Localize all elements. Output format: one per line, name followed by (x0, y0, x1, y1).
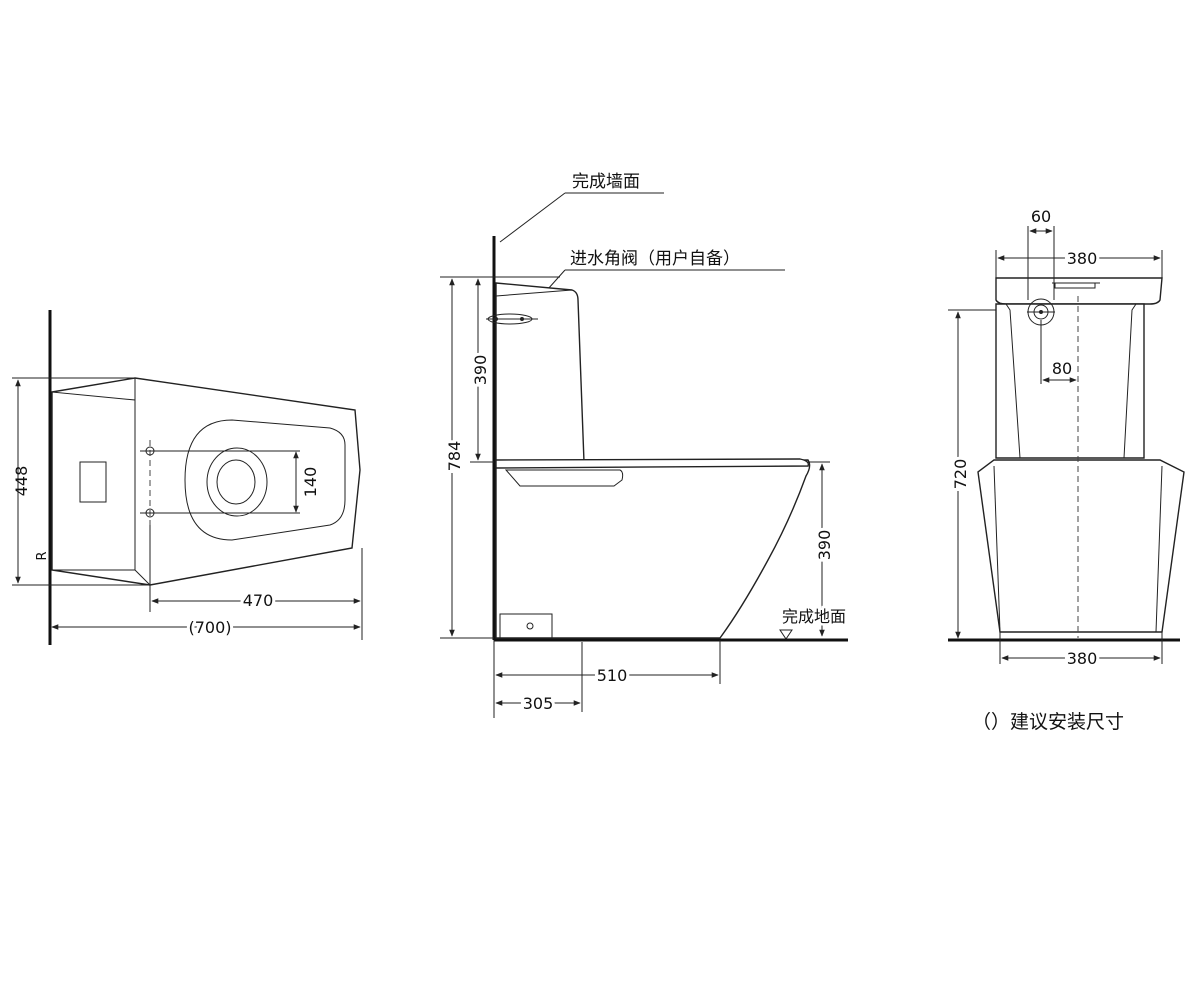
top-view-bowl-outer (206, 447, 268, 517)
floor-mark-icon (779, 629, 793, 640)
valve-icon (486, 313, 538, 325)
top-view-seat (184, 419, 346, 541)
side-view-bowl (495, 459, 811, 639)
label-valve: 进水角阀（用户自备） (570, 249, 740, 269)
front-view: 60 380 80 720 380 （）建议安装尺寸 (948, 207, 1185, 733)
label-wall: 完成墙面 (572, 172, 640, 192)
dim-total-height: 784 (445, 441, 464, 472)
dim-inlet-offset: 60 (1031, 207, 1051, 226)
side-view: 完成墙面 进水角阀（用户自备） 784 390 (440, 172, 849, 718)
dim-tank-height: 390 (471, 355, 490, 386)
side-view-tank (495, 282, 585, 463)
dim-hole-spacing: 140 (301, 467, 320, 498)
dim-inlet-height: 80 (1052, 359, 1072, 378)
dim-front-height: 720 (951, 459, 970, 490)
flush-button-icon (79, 461, 107, 503)
dim-seat-height: 390 (815, 530, 834, 561)
top-view-outline (51, 377, 361, 586)
dim-length: 510 (597, 666, 628, 685)
r-mark: R (35, 551, 50, 560)
flush-button-icon (1054, 282, 1096, 289)
front-view-base (977, 459, 1185, 633)
dim-outlet: 470 (243, 591, 274, 610)
dim-depth: 448 (12, 466, 31, 497)
side-view-seat (495, 458, 810, 469)
front-view-lid (995, 277, 1163, 305)
side-view-panel (504, 469, 624, 487)
dim-base-width: 380 (1067, 649, 1098, 668)
dim-total-length: (700) (188, 618, 231, 637)
top-view: 140 448 R 470 (700) (12, 310, 363, 645)
label-floor: 完成地面 (782, 607, 846, 626)
side-view-foot (499, 613, 553, 639)
dim-tank-width: 380 (1067, 249, 1098, 268)
dim-drain-offset: 305 (523, 694, 554, 713)
top-view-bowl-inner (216, 459, 256, 505)
label-note: （）建议安装尺寸 (972, 711, 1124, 733)
